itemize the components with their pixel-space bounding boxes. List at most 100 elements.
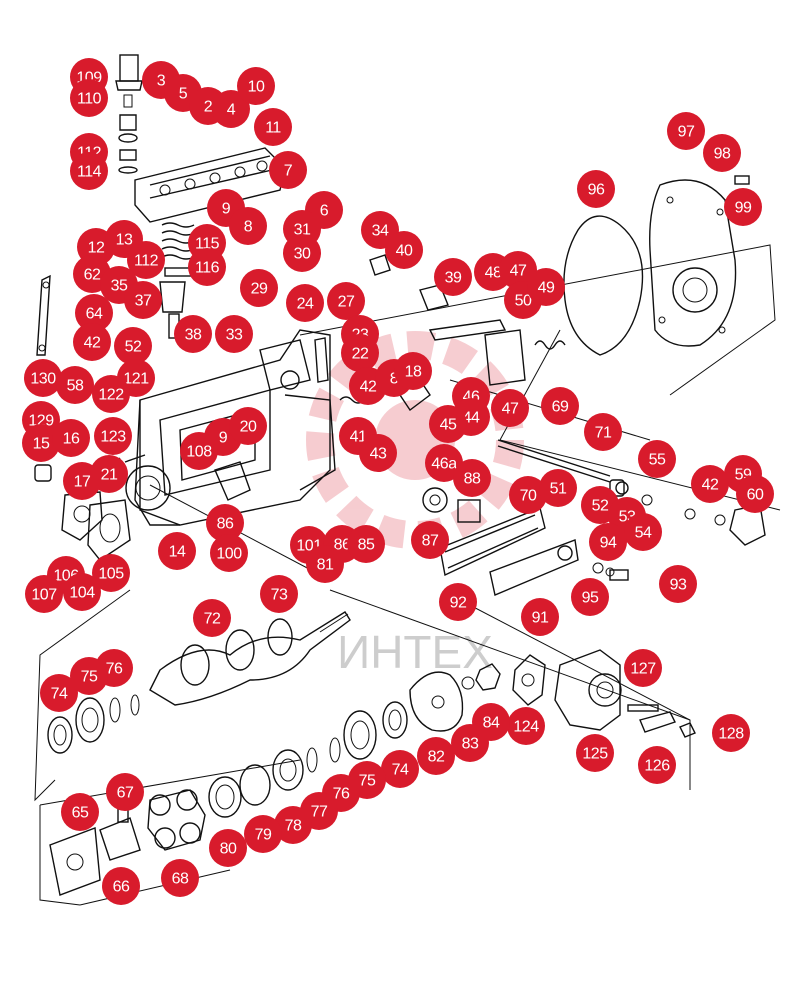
callout-104: 104 <box>63 573 101 611</box>
callout-label: 31 <box>294 222 311 239</box>
callout-92: 92 <box>439 583 477 621</box>
callout-label: 38 <box>185 327 202 344</box>
callout-label: 13 <box>116 232 133 249</box>
callout-label: 87 <box>422 533 439 550</box>
callout-badge <box>347 525 385 563</box>
callout-label: 93 <box>670 577 687 594</box>
callout-label: 8 <box>390 371 399 388</box>
callout-86: 86 <box>206 504 244 542</box>
watermark-text: ИНТЕХ <box>337 626 493 678</box>
callout-label: 84 <box>483 715 500 732</box>
callout-badge <box>283 234 321 272</box>
callout-badge <box>61 793 99 831</box>
valve-holder-rail <box>134 147 286 223</box>
callout-91: 91 <box>521 598 559 636</box>
callout-14: 14 <box>158 532 196 570</box>
callout-33: 33 <box>215 315 253 353</box>
callout-127: 127 <box>624 649 662 687</box>
callout-93: 93 <box>659 565 697 603</box>
callout-label: 75 <box>81 669 98 686</box>
callout-124: 124 <box>507 707 545 745</box>
callout-130: 130 <box>24 359 62 397</box>
callout-37: 37 <box>124 281 162 319</box>
callout-badge <box>359 434 397 472</box>
callout-label: 14 <box>169 544 186 561</box>
callout-label: 11 <box>265 120 281 137</box>
callout-43: 43 <box>359 434 397 472</box>
callout-73: 73 <box>260 575 298 613</box>
callout-badge <box>73 323 111 361</box>
callout-label: 2 <box>204 99 213 116</box>
callout-24: 24 <box>286 284 324 322</box>
callout-badge <box>180 432 218 470</box>
callout-badge <box>70 79 108 117</box>
callout-55: 55 <box>638 440 676 478</box>
callout-128: 128 <box>712 714 750 752</box>
callout-label: 21 <box>101 467 118 484</box>
callout-badge <box>209 829 247 867</box>
callout-label: 37 <box>135 293 152 310</box>
callout-label: 78 <box>285 818 302 835</box>
callout-label: 42 <box>702 477 719 494</box>
callout-label: 69 <box>552 399 569 416</box>
callout-64: 64 <box>75 294 113 332</box>
callout-label: 20 <box>240 419 257 436</box>
callout-label: 42 <box>360 379 377 396</box>
callout-label: 10 <box>248 79 265 96</box>
callout-badge <box>22 424 60 462</box>
callout-badge <box>589 523 627 561</box>
callout-badge <box>439 583 477 621</box>
callout-label: 52 <box>592 498 609 515</box>
callout-label: 35 <box>111 278 128 295</box>
callout-label: 65 <box>72 805 89 822</box>
callout-label: 74 <box>392 762 409 779</box>
callout-72: 72 <box>193 599 231 637</box>
callout-badge <box>341 334 379 372</box>
callout-badge <box>237 67 275 105</box>
callout-label: 116 <box>195 260 220 277</box>
callout-58: 58 <box>56 366 94 404</box>
callout-label: 115 <box>195 236 220 253</box>
callout-badge <box>429 405 467 443</box>
callout-95: 95 <box>571 578 609 616</box>
callout-label: 58 <box>67 378 84 395</box>
callout-label: 62 <box>84 267 101 284</box>
callout-label: 124 <box>513 719 539 736</box>
callout-label: 46a <box>431 456 457 473</box>
callout-78: 78 <box>274 806 312 844</box>
callout-badge <box>206 504 244 542</box>
callout-label: 75 <box>359 773 376 790</box>
callout-52: 52 <box>114 327 152 365</box>
callout-label: 71 <box>595 425 612 442</box>
callout-badge <box>417 737 455 775</box>
callout-badge <box>212 90 250 128</box>
rear-cover-gasket <box>563 175 750 356</box>
callout-badge <box>40 674 78 712</box>
drive-flange <box>409 654 546 732</box>
callout-68: 68 <box>161 859 199 897</box>
callout-label: 98 <box>714 146 731 163</box>
callout-badge <box>527 268 565 306</box>
callout-label: 99 <box>735 200 752 217</box>
callout-98: 98 <box>703 134 741 172</box>
callout-badge <box>411 521 449 559</box>
callout-badge <box>499 251 537 289</box>
callout-label: 126 <box>644 758 670 775</box>
callout-45: 45 <box>429 405 467 443</box>
callout-label: 50 <box>515 293 532 310</box>
callout-16: 16 <box>52 419 90 457</box>
callout-38: 38 <box>174 315 212 353</box>
callout-badge <box>174 315 212 353</box>
camshaft <box>149 611 351 706</box>
callout-label: 86 <box>334 537 351 554</box>
callout-123: 123 <box>94 417 132 455</box>
callout-label: 100 <box>216 546 242 563</box>
callout-15: 15 <box>22 424 60 462</box>
callout-label: 33 <box>226 327 243 344</box>
callout-badge <box>240 269 278 307</box>
callout-10: 10 <box>237 67 275 105</box>
callout-badge <box>381 750 419 788</box>
callout-label: 54 <box>635 525 652 542</box>
callout-label: 97 <box>678 124 695 141</box>
